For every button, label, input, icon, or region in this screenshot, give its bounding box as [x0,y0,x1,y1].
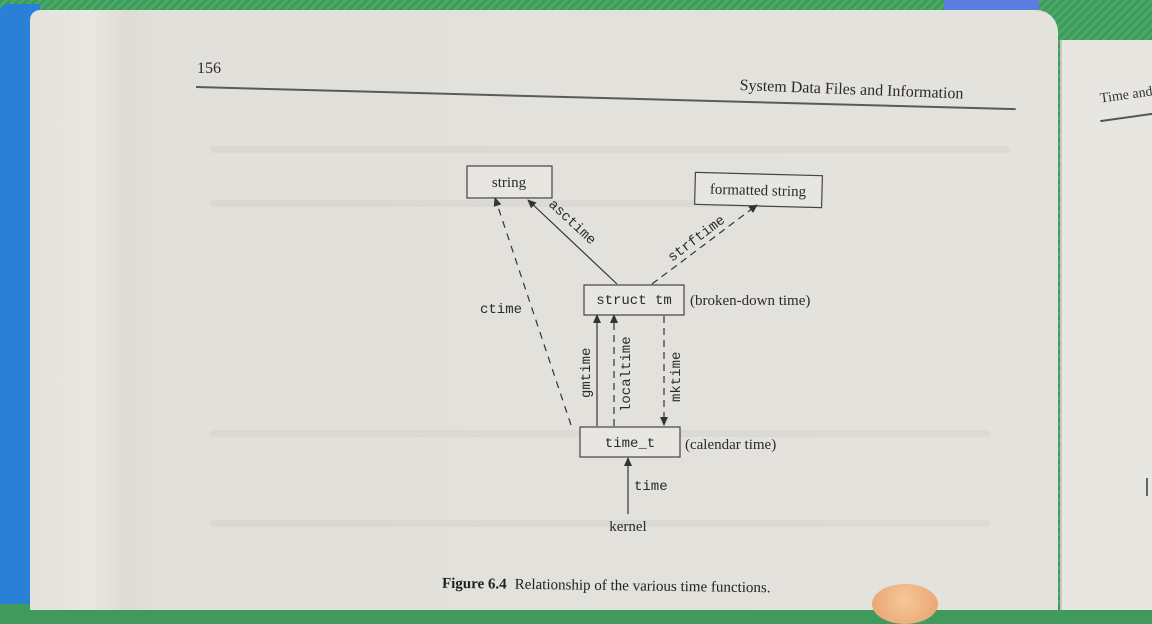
string-label: string [492,175,527,191]
book-page [30,10,1058,610]
facing-page [1060,40,1152,610]
formatted-string-label: formatted string [710,182,807,201]
time-functions-diagram: string formatted string struct tm (broke… [466,165,824,535]
bleed-through-text [210,146,1010,153]
localtime-label: localtime [619,336,635,412]
gmtime-label: gmtime [579,348,595,398]
ctime-arrow [493,197,572,426]
struct-tm-box [583,284,685,316]
figure-caption-text: Relationship of the various time functio… [514,576,771,597]
struct-tm-label: struct tm [596,293,672,309]
time-t-label: time_t [605,436,655,452]
struct-tm-note: (broken-down time) [690,293,810,309]
page-number: 156 [197,60,221,77]
string-box [466,165,553,199]
strftime-arrow [651,204,758,285]
asctime-arrow [527,199,618,285]
formatted-string-box [693,171,824,209]
ctime-label: ctime [480,302,522,318]
bleed-through-text [210,200,810,207]
mktime-label: mktime [669,352,685,402]
bleed-through-text [210,520,990,527]
strftime-label: strftime [665,213,728,266]
fingertip [872,584,938,624]
figure-label: Figure 6.4 [441,575,507,593]
time-label: time [634,479,668,495]
facing-page-mark [1146,478,1148,496]
time-t-note: (calendar time) [685,437,776,453]
kernel-label: kernel [609,519,646,535]
